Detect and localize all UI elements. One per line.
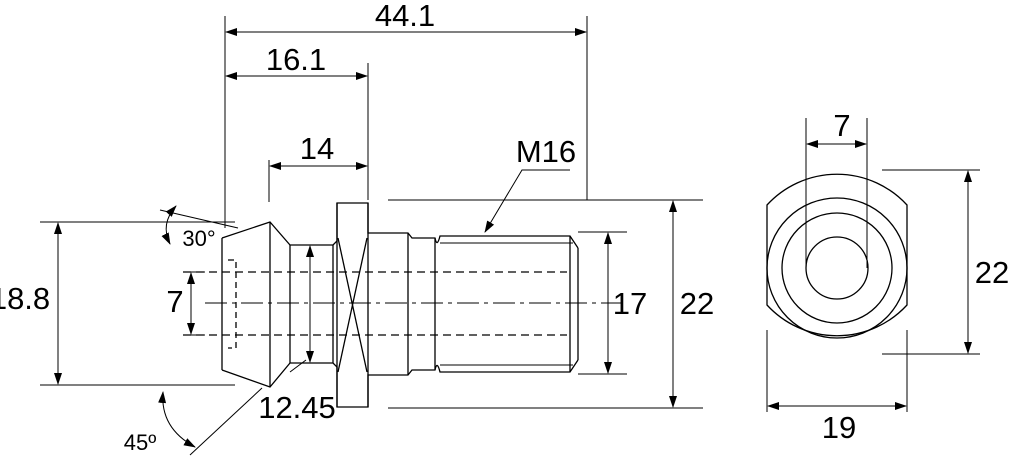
angle-bottom-leader <box>189 387 263 456</box>
part-outline-top <box>221 202 579 249</box>
neck-diameter-leader <box>289 359 307 373</box>
side-view <box>40 16 703 456</box>
m16-leader <box>484 169 570 233</box>
label-flange-diameter: 22 <box>680 286 714 321</box>
label-thread-minor: 17 <box>613 286 647 321</box>
label-angle-bottom: 45º <box>124 430 157 455</box>
label-neck-diameter: 12.45 <box>258 390 336 425</box>
thread-circle <box>781 212 893 324</box>
bore-circle <box>805 236 869 300</box>
label-head-diameter: 18.8 <box>0 281 50 316</box>
label-overall-length: 44.1 <box>375 0 435 33</box>
label-end-height: 22 <box>975 255 1009 290</box>
label-neck-length: 14 <box>300 131 334 166</box>
label-thread: M16 <box>516 134 576 169</box>
angle-bottom-arc <box>158 391 196 448</box>
label-end-width: 19 <box>822 410 856 445</box>
end-view <box>766 118 980 412</box>
bore-hidden-end <box>228 259 237 349</box>
flange-diag-2 <box>337 237 368 373</box>
label-head-length: 16.1 <box>266 42 326 77</box>
label-angle-top: 30° <box>182 226 215 251</box>
label-bore-diameter: 7 <box>166 284 183 319</box>
label-end-bore: 7 <box>833 108 850 143</box>
angle-top-arc <box>161 205 177 245</box>
shoulder-circle <box>766 197 908 339</box>
